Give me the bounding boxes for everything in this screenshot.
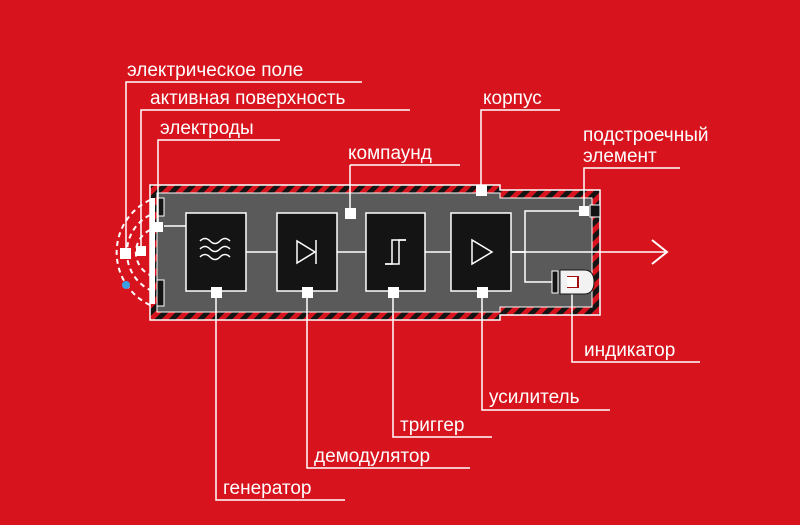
label-electrodes: электроды xyxy=(160,118,254,139)
label-trimmer-line1: подстроечный xyxy=(583,125,708,146)
callout-markers xyxy=(120,185,589,298)
trimmer-connector xyxy=(589,204,601,218)
label-demodulator: демодулятор xyxy=(314,446,430,467)
label-housing: корпус xyxy=(483,88,542,109)
demodulator-block xyxy=(276,212,338,292)
label-trimmer-line2: элемент xyxy=(583,146,657,167)
amplifier-block xyxy=(450,212,512,292)
output-arrow-icon xyxy=(651,239,669,265)
wave-icon xyxy=(199,237,231,261)
signal-wiring xyxy=(164,210,665,283)
diode-icon xyxy=(296,239,317,265)
label-amplifier: усилитель xyxy=(489,387,580,408)
label-electric-field: электрическое поле xyxy=(127,60,303,81)
label-trigger: триггер xyxy=(400,415,464,436)
label-active-surface: активная поверхность xyxy=(150,88,346,109)
electrodes xyxy=(150,197,165,307)
leader-lines xyxy=(125,81,700,501)
label-indicator: индикатор xyxy=(584,340,675,361)
field-point-icon xyxy=(122,281,130,289)
label-compound: компаунд xyxy=(348,143,432,164)
label-generator: генератор xyxy=(223,478,311,499)
hysteresis-icon xyxy=(385,239,406,265)
generator-block xyxy=(185,212,247,292)
trigger-block xyxy=(365,212,426,292)
amplifier-triangle-icon xyxy=(471,238,494,266)
